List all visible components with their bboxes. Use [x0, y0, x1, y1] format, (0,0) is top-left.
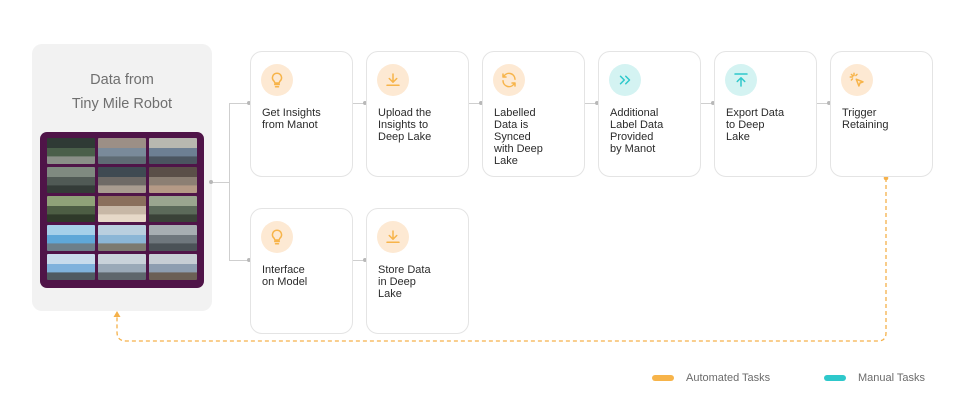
source-title: Data from Tiny Mile Robot [32, 68, 212, 116]
connector-branch-bottom [229, 260, 249, 261]
legend-label-manual: Manual Tasks [858, 372, 926, 384]
step-label: Interface on Model [262, 264, 308, 288]
street-photo-thumbnail [98, 138, 146, 164]
source-title-line2: Tiny Mile Robot [71, 96, 173, 112]
step-label: Export Data to Deep Lake [726, 107, 785, 143]
click-cursor-icon [841, 64, 873, 96]
step-card-trigger-retaining: Trigger Retaining [830, 51, 933, 177]
street-photo-thumbnail [149, 196, 197, 222]
connector-dot [363, 101, 367, 105]
image-grid-frame [40, 132, 204, 288]
step-card-additional-label-data: Additional Label Data Provided by Manot [598, 51, 701, 177]
street-photo-thumbnail [47, 225, 95, 251]
sync-icon [493, 64, 525, 96]
street-photo-thumbnail [47, 196, 95, 222]
street-photo-thumbnail [98, 196, 146, 222]
connector-branch-vertical [229, 103, 230, 260]
step-label: Get Insights from Manot [262, 107, 321, 131]
connector-dot-row2-in [247, 258, 251, 262]
connector-dot-row1-in [247, 101, 251, 105]
street-photo-thumbnail [149, 138, 197, 164]
connector-step7-step8 [353, 260, 366, 261]
connector-step4-step5 [701, 103, 714, 104]
double-chevron-right-icon [609, 64, 641, 96]
connector-dot [595, 101, 599, 105]
step-label: Additional Label Data Provided by Manot [610, 107, 664, 155]
connector-dot [711, 101, 715, 105]
connector-branch-top [229, 103, 249, 104]
step-card-store-data: Store Data in Deep Lake [366, 208, 469, 334]
step-label: Store Data in Deep Lake [378, 264, 431, 300]
street-photo-thumbnail [98, 254, 146, 280]
legend-swatch-automated [652, 375, 674, 381]
download-icon [377, 221, 409, 253]
connector-dot [479, 101, 483, 105]
connector-dot-source [209, 180, 213, 184]
connector-step2-step3 [469, 103, 482, 104]
street-photo-thumbnail [149, 167, 197, 193]
legend-swatch-manual [824, 375, 846, 381]
step-label: Labelled Data is Synced with Deep Lake [494, 107, 543, 167]
legend-label-automated: Automated Tasks [686, 372, 771, 384]
connector-dot [363, 258, 367, 262]
street-photo-thumbnail [149, 254, 197, 280]
step-card-labelled-data-synced: Labelled Data is Synced with Deep Lake [482, 51, 585, 177]
lightbulb-icon [261, 221, 293, 253]
connector-step3-step4 [585, 103, 598, 104]
street-photo-thumbnail [149, 225, 197, 251]
connector-dot [827, 101, 831, 105]
street-photo-thumbnail [47, 167, 95, 193]
source-title-line1: Data from [90, 72, 154, 88]
connector-step1-step2 [353, 103, 366, 104]
step-label: Trigger Retaining [842, 107, 889, 131]
step-card-interface-on-model: Interface on Model [250, 208, 353, 334]
street-photo-thumbnail [98, 167, 146, 193]
legend-manual: Manual Tasks [824, 372, 925, 384]
connector-step5-step6 [817, 103, 830, 104]
street-photo-thumbnail [47, 138, 95, 164]
upload-icon [725, 64, 757, 96]
source-panel: Data from Tiny Mile Robot [32, 44, 212, 311]
lightbulb-icon [261, 64, 293, 96]
connector-source-out [212, 182, 230, 183]
street-image-grid [47, 138, 197, 280]
step-card-get-insights: Get Insights from Manot [250, 51, 353, 177]
download-icon [377, 64, 409, 96]
step-label: Upload the Insights to Deep Lake [378, 107, 432, 143]
legend-automated: Automated Tasks [652, 372, 770, 384]
step-card-export-data: Export Data to Deep Lake [714, 51, 817, 177]
street-photo-thumbnail [98, 225, 146, 251]
street-photo-thumbnail [47, 254, 95, 280]
step-card-upload-insights: Upload the Insights to Deep Lake [366, 51, 469, 177]
